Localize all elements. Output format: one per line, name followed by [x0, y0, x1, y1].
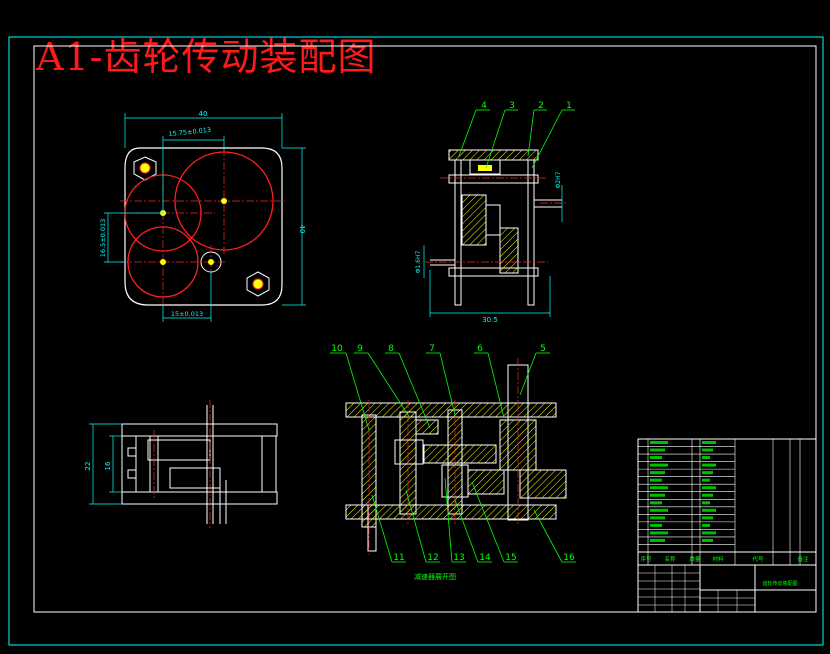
bolt-bottom-right — [252, 278, 264, 290]
balloon-9: 9 — [357, 344, 363, 354]
side-view: 30.5 Φ1.6H7 Φ2H7 4 3 2 1 — [415, 101, 575, 324]
balloon-14: 14 — [479, 553, 491, 563]
dim-bore-left: Φ1.6H7 — [415, 251, 422, 274]
outer-frame — [8, 36, 824, 646]
balloon-3: 3 — [509, 101, 515, 111]
title-block: 序号 名称 数量 材料 代号 备注 齿轮传动装配图 — [637, 438, 817, 613]
bom-header-code: 代号 — [752, 555, 764, 563]
drawing-title: A1-齿轮传动装配图 — [36, 35, 377, 79]
shaft-idler — [208, 259, 214, 265]
balloon-10: 10 — [331, 344, 343, 354]
bom-grid — [638, 439, 801, 565]
balloon-15: 15 — [505, 553, 516, 563]
side-gear-a — [461, 194, 487, 246]
dim-center-distance-top: 15.75±0.013 — [168, 126, 211, 138]
drawing-name: 齿轮传动装配图 — [762, 580, 797, 587]
front-view: 22 16 — [84, 400, 278, 528]
shaft-bottom — [160, 259, 166, 265]
top-view-dimension-lines — [104, 113, 306, 322]
bolt-top-left — [139, 162, 151, 174]
shaft-large — [221, 198, 227, 204]
bom-header-qty: 数量 — [689, 555, 701, 563]
dim-front-outer: 22 — [84, 462, 92, 471]
dim-center-distance-left: 16.5±0.013 — [99, 219, 107, 258]
top-view: 40 40 15.75±0.013 16.5±0.013 15±0.013 — [99, 110, 306, 322]
bom-cell-marks — [650, 441, 716, 542]
dim-bore-right: Φ2H7 — [555, 171, 562, 188]
balloon-13: 13 — [453, 553, 464, 563]
bom-header-index: 序号 — [640, 555, 652, 563]
section-caption: 减速器展开图 — [414, 572, 456, 581]
side-top-cover — [448, 149, 539, 161]
balloon-5: 5 — [540, 344, 546, 354]
section-bottom-balloon-leaders — [371, 477, 576, 563]
balloon-2: 2 — [538, 101, 544, 111]
balloon-8: 8 — [388, 344, 394, 354]
section-top-balloon-leaders — [330, 352, 550, 431]
dim-side-width: 30.5 — [482, 316, 498, 324]
balloon-4: 4 — [481, 101, 487, 111]
dim-center-distance-bottom: 15±0.013 — [171, 310, 203, 318]
dim-height-text: 40 — [298, 225, 306, 234]
bom-header-remark: 备注 — [797, 555, 809, 563]
balloon-16: 16 — [563, 553, 575, 563]
bom-header-material: 材料 — [712, 555, 724, 563]
dim-width-text: 40 — [199, 110, 208, 118]
inner-frame — [33, 45, 817, 613]
bom-header-name: 名称 — [664, 555, 676, 563]
dim-front-inner: 16 — [104, 461, 112, 470]
balloon-7: 7 — [429, 344, 435, 354]
balloon-11: 11 — [393, 553, 404, 563]
balloon-12: 12 — [427, 553, 438, 563]
balloon-6: 6 — [477, 344, 483, 354]
side-gear-b — [499, 227, 519, 274]
housing-outline — [124, 147, 283, 306]
section-view: 10 9 8 7 6 5 11 12 13 14 15 16 减速器展开图 — [330, 344, 576, 581]
balloon-1: 1 — [566, 101, 572, 111]
side-balloon-leaders — [458, 109, 575, 169]
hex-nut-bottom-right — [246, 271, 270, 297]
